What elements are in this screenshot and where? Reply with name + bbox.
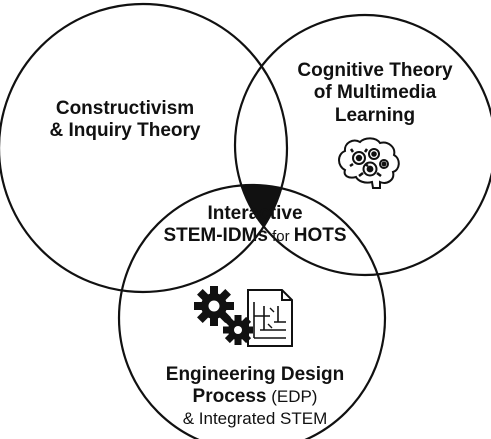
circle-engineering-design — [117, 183, 387, 439]
engineering-line-2: Process (EDP) — [140, 386, 370, 408]
cognitive-line-3: Learning — [334, 104, 416, 126]
brain-gears-icon — [338, 137, 400, 189]
center-label: Interactive STEM-IDMs for HOTS — [140, 203, 370, 248]
center-line-2: STEM-IDMs for HOTS — [140, 225, 370, 247]
engineering-line-3: & Integrated STEM — [140, 409, 370, 430]
constructivism-label: Constructivism & Inquiry Theory — [40, 98, 210, 143]
center-line-2-end: HOTS — [293, 225, 347, 247]
constructivism-line-1: Constructivism — [55, 98, 195, 119]
cognitive-line-2: of Multimedia — [313, 82, 437, 104]
cognitive-theory-label: Cognitive Theory of Multimedia Learning — [290, 60, 460, 127]
engineering-line-1: Engineering Design — [140, 364, 370, 386]
cognitive-line-1: Cognitive Theory — [297, 60, 453, 81]
center-line-2-small: for — [267, 228, 294, 246]
center-intersection-fill — [235, 185, 287, 275]
gears-blueprint-icon — [194, 286, 293, 347]
engineering-line-2-seg-1: (EDP) — [266, 387, 318, 407]
engineering-design-label: Engineering Design Process (EDP) & Integ… — [140, 364, 370, 430]
circle-constructivism — [0, 2, 289, 294]
engineering-line-3-seg-0: & Integrated STEM — [182, 408, 328, 428]
center-line-1: Interactive — [207, 203, 303, 224]
engineering-line-1-seg-0: Engineering Design — [165, 364, 345, 385]
circle-cognitive-theory — [233, 13, 491, 277]
engineering-line-2-seg-0: Process — [192, 386, 267, 408]
constructivism-line-2: & Inquiry Theory — [49, 120, 201, 142]
center-line-2-main: STEM-IDMs — [163, 225, 268, 247]
